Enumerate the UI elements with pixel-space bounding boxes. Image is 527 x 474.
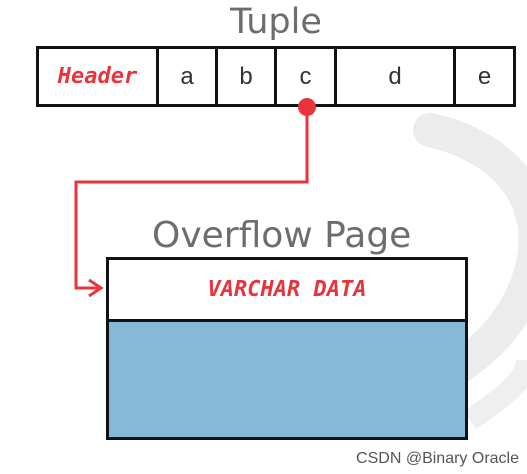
tuple-cell-b: b [215, 46, 277, 107]
tuple-cell-a: a [156, 46, 218, 107]
tuple-cell-d: d [334, 46, 456, 107]
tuple-cell-c: c [274, 46, 337, 107]
tuple-row: Header a b c d e [36, 46, 516, 107]
tuple-cell-e: e [453, 46, 516, 107]
varchar-data-row: VARCHAR DATA [109, 260, 465, 322]
overflow-page-box: VARCHAR DATA [106, 257, 468, 440]
watermark: CSDN @Binary Oracle [356, 450, 519, 467]
tuple-header-cell: Header [36, 46, 159, 107]
overflow-page-title: Overflow Page [152, 215, 412, 256]
tuple-title: Tuple [230, 2, 322, 42]
